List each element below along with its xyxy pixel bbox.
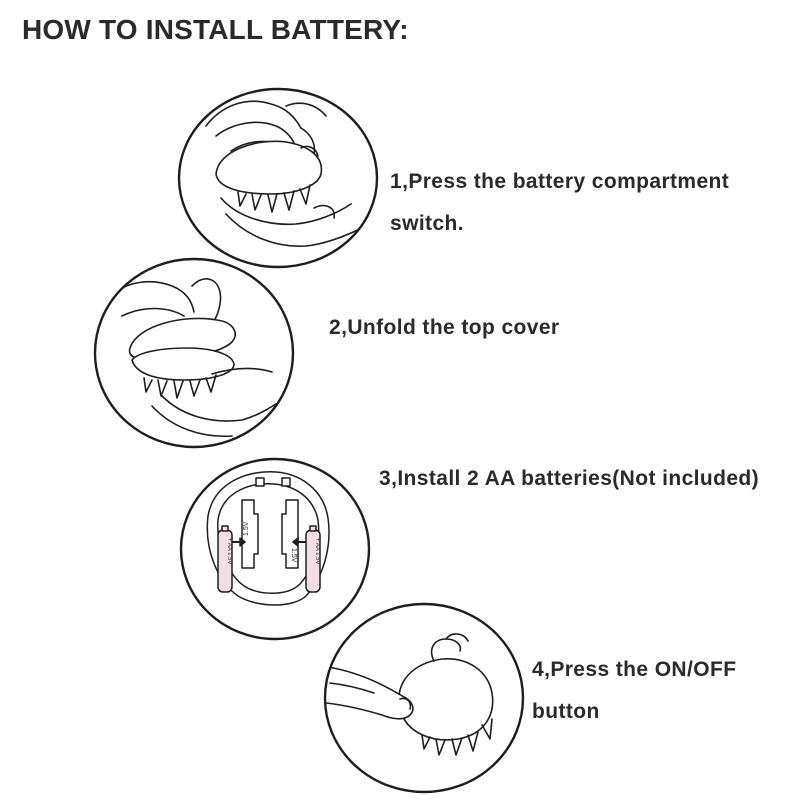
svg-text:+ AA 1.5V: + AA 1.5V bbox=[314, 538, 320, 565]
step-3-illustration: 1.5V 1.5V + AA 1.5V + AA 1.5V bbox=[179, 457, 371, 641]
step-1-text: 1,Press the battery compartment switch. bbox=[390, 161, 729, 245]
svg-text:1.5V: 1.5V bbox=[290, 548, 297, 563]
step-3-text: 3,Install 2 AA batteries(Not included) bbox=[379, 458, 759, 500]
step-4-text: 4,Press the ON/OFF button bbox=[532, 649, 736, 733]
step-4-line-1: 4,Press the ON/OFF bbox=[532, 658, 737, 681]
step-2-text: 2,Unfold the top cover bbox=[329, 307, 559, 349]
step-4-line-2: button bbox=[532, 700, 600, 723]
step-1-illustration bbox=[177, 87, 379, 269]
step-1-line-1: 1,Press the battery compartment bbox=[390, 170, 730, 193]
step-1-line-2: switch. bbox=[390, 212, 464, 235]
page-title: HOW TO INSTALL BATTERY: bbox=[22, 14, 409, 45]
svg-text:+ AA 1.5V: + AA 1.5V bbox=[226, 538, 232, 565]
svg-text:1.5V: 1.5V bbox=[243, 521, 250, 536]
step-4-illustration bbox=[323, 602, 525, 794]
step-3-line-1: 3,Install 2 AA batteries(Not included) bbox=[379, 467, 760, 490]
step-2-illustration bbox=[93, 257, 295, 449]
step-2-line-1: 2,Unfold the top cover bbox=[329, 316, 560, 339]
